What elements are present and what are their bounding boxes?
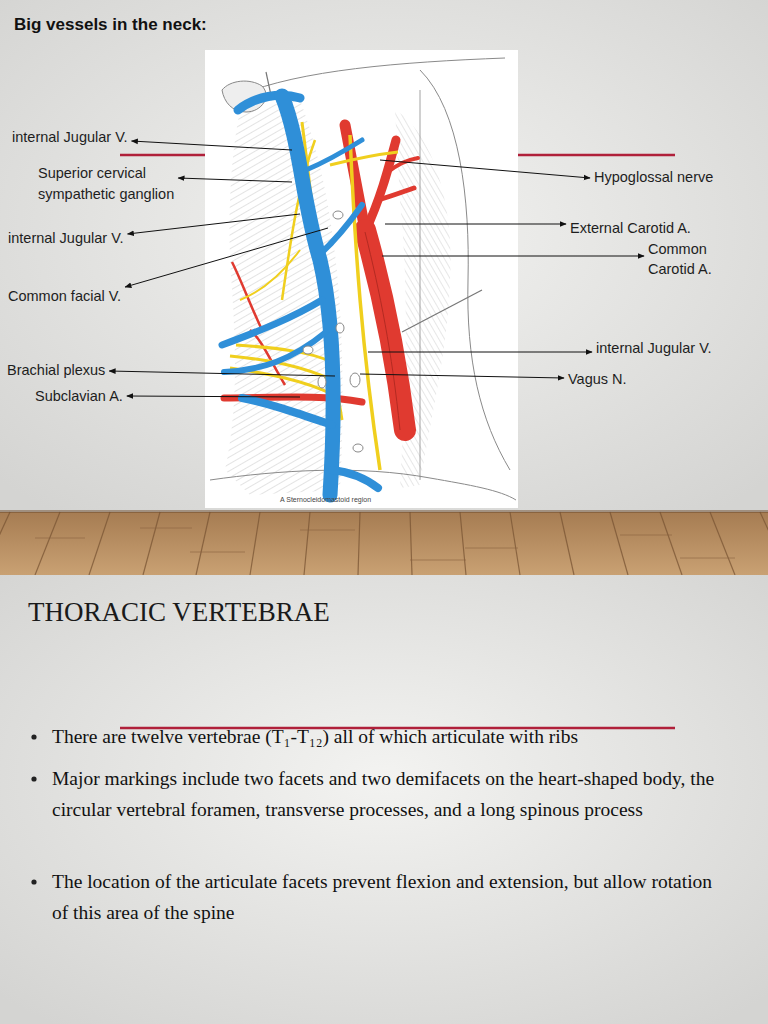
structure-label: Brachial plexus <box>7 362 105 379</box>
retractor-pin <box>402 290 482 332</box>
artery-branch <box>378 188 414 200</box>
leader-line <box>360 374 564 378</box>
structure-label: External Carotid A. <box>570 220 691 237</box>
slide-ground <box>0 575 768 1024</box>
vagus-nerve <box>350 135 380 470</box>
bullet-dot <box>31 879 36 884</box>
structure-label: Common facial V. <box>8 288 121 305</box>
wood-floor <box>0 512 768 575</box>
clavicle-contour <box>210 470 516 500</box>
floor-planks <box>0 512 768 575</box>
neck-contour <box>420 70 510 470</box>
muscle-edge <box>420 90 421 480</box>
nerve <box>240 250 300 300</box>
leader-line <box>380 160 590 178</box>
common-facial-vein <box>318 205 362 256</box>
section-heading: THORACIC VERTEBRAE <box>28 596 330 628</box>
lymph-node <box>303 346 313 354</box>
leader-line <box>385 224 566 225</box>
vein <box>306 140 362 170</box>
slide-shadow <box>0 510 768 513</box>
leader-line <box>132 141 292 150</box>
bullet-text: The location of the articulate facets pr… <box>52 866 732 928</box>
lymph-node <box>333 211 343 219</box>
bullet-dot <box>31 734 36 739</box>
figure-caption: A Sternocleidomastoid region <box>280 496 371 504</box>
bullet-text: There are twelve vertebrae (T₁-T₁₂) all … <box>52 721 732 752</box>
lymph-node <box>336 323 344 333</box>
leader-line <box>382 256 644 257</box>
leader-line <box>368 352 592 353</box>
leader-line <box>109 371 335 376</box>
leader-line <box>178 178 292 182</box>
plank-seams <box>35 528 735 560</box>
neck-illustration <box>210 58 516 500</box>
slide-title: Big vessels in the neck: <box>14 15 207 35</box>
leader-line <box>127 396 300 397</box>
structure-label: internal Jugular V. <box>8 230 124 247</box>
vein <box>224 332 326 372</box>
structure-label: Vagus N. <box>568 371 627 388</box>
structure-label: Common Carotid A. <box>648 239 730 279</box>
slide-ground <box>0 0 768 512</box>
leader-line <box>128 214 300 234</box>
lymph-node <box>350 373 360 387</box>
artery-branch <box>388 158 418 172</box>
structure-label: internal Jugular V. <box>596 340 712 357</box>
structure-label: Superior cervical sympathetic ganglion <box>38 163 208 205</box>
structure-label: Hypoglossal nerve <box>594 169 713 186</box>
vein <box>222 300 322 345</box>
figure-panel <box>205 50 518 508</box>
lymph-node <box>353 444 363 452</box>
vein <box>332 470 378 488</box>
lymph-node <box>318 376 326 388</box>
structure-label: internal Jugular V. <box>12 129 128 146</box>
structure-label: Subclavian A. <box>35 388 123 405</box>
bullet-dot <box>31 776 36 781</box>
bullet-text: Major markings include two facets and tw… <box>52 763 732 825</box>
vein <box>242 398 332 425</box>
accent-line <box>518 154 675 157</box>
accent-line <box>120 154 205 157</box>
leader-line <box>125 228 328 287</box>
internal-jugular-vein <box>282 96 333 495</box>
